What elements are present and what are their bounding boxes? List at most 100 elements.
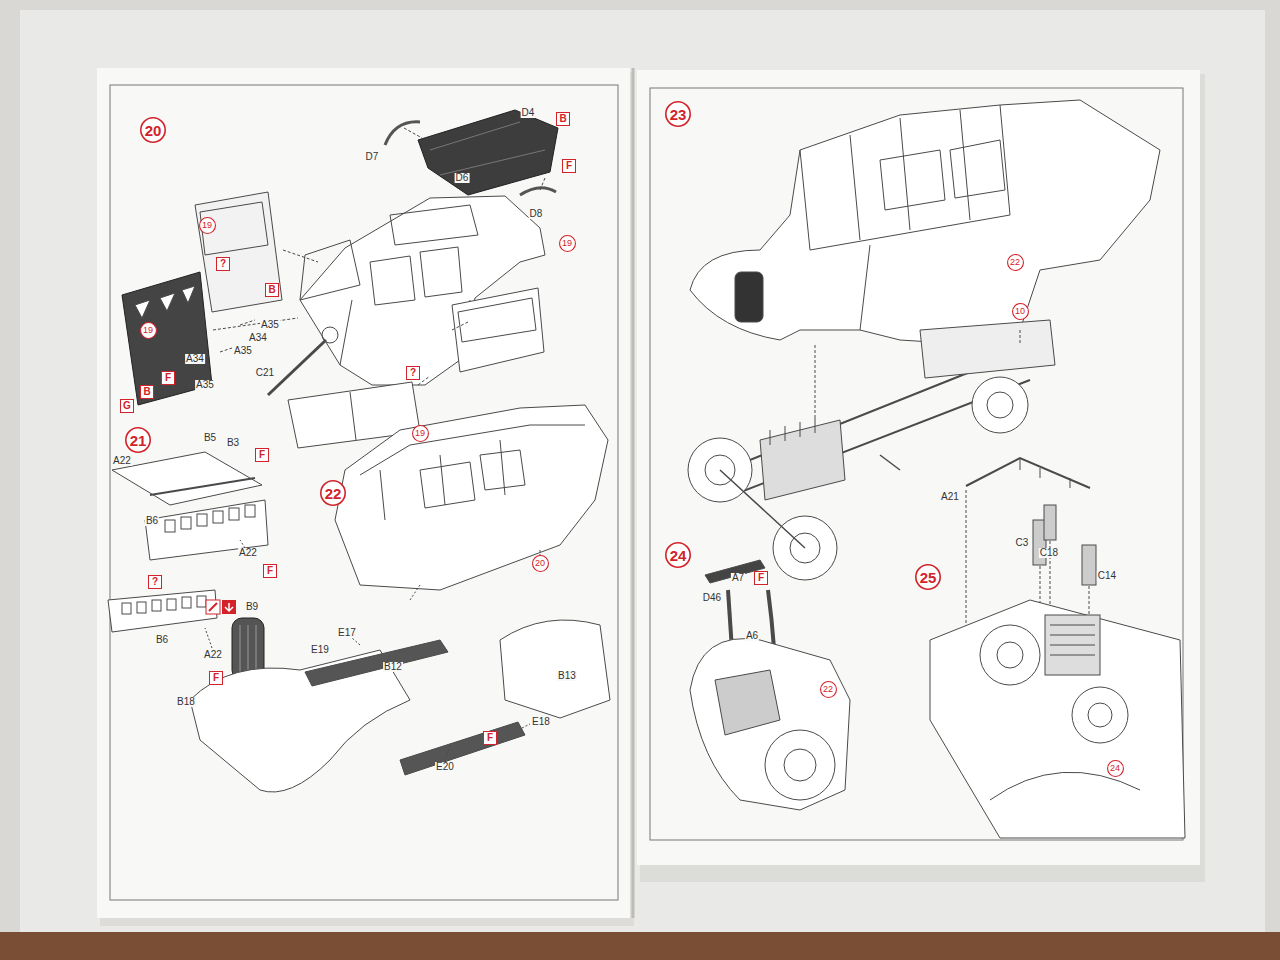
step-25-art bbox=[1044, 505, 1056, 540]
callout-circle bbox=[820, 681, 836, 697]
subassembly-ref: 19 bbox=[412, 425, 429, 442]
booklet-page bbox=[632, 68, 635, 918]
color-code-frame bbox=[557, 113, 570, 126]
part-label: E19 bbox=[310, 645, 330, 655]
paint-icon bbox=[206, 600, 236, 614]
part-label: A22 bbox=[112, 456, 132, 466]
part-label: B5 bbox=[203, 433, 217, 443]
part-label: B12 bbox=[383, 662, 403, 672]
part-label: C21 bbox=[255, 368, 275, 378]
color-code-frame bbox=[162, 372, 175, 385]
step-20-art bbox=[195, 192, 282, 312]
background bbox=[0, 932, 1280, 960]
color-code-frame bbox=[210, 672, 223, 685]
subassembly-ref: 10 bbox=[1012, 303, 1029, 320]
color-code-frame bbox=[256, 449, 269, 462]
callout-circle bbox=[199, 217, 215, 233]
step-number: 24 bbox=[665, 542, 691, 568]
step-20-art bbox=[135, 286, 195, 318]
callout-text: 20 bbox=[535, 559, 545, 568]
step-23-art bbox=[690, 100, 1160, 345]
booklet-page bbox=[637, 70, 1200, 865]
step-25-art bbox=[930, 458, 1185, 838]
step-24-art bbox=[690, 560, 850, 810]
callout-text: 19 bbox=[143, 326, 153, 335]
step-20-art bbox=[430, 122, 545, 175]
step-25-art bbox=[966, 458, 1090, 488]
step-number: 22 bbox=[320, 480, 346, 506]
callout-text: 22 bbox=[823, 685, 833, 694]
paint-icon bbox=[225, 603, 233, 611]
step-23-art bbox=[760, 420, 845, 500]
part-label: A34 bbox=[248, 333, 268, 343]
step-number: 25 bbox=[915, 564, 941, 590]
part-label: A35 bbox=[195, 380, 215, 390]
callout-text: ? bbox=[410, 368, 416, 378]
callout-text: G bbox=[123, 401, 131, 411]
step-21-art bbox=[120, 458, 245, 648]
callout-circle bbox=[559, 235, 575, 251]
callout-circle bbox=[321, 481, 345, 505]
color-code-box: F bbox=[209, 671, 223, 685]
callout-text: 23 bbox=[670, 107, 687, 122]
callout-text: 21 bbox=[130, 433, 147, 448]
callout-circle bbox=[916, 565, 940, 589]
step-21-art bbox=[112, 452, 262, 505]
callout-circle bbox=[532, 555, 548, 571]
step-22-art bbox=[400, 722, 525, 775]
step-22-art bbox=[360, 425, 585, 520]
color-code-box: G bbox=[120, 399, 134, 413]
subassembly-ref: 22 bbox=[820, 681, 837, 698]
step-20-art bbox=[520, 188, 556, 195]
subassembly-ref: 20 bbox=[532, 555, 549, 572]
step-21-art bbox=[229, 508, 239, 520]
step-25-art bbox=[1020, 458, 1070, 488]
step-25-art bbox=[1050, 625, 1095, 655]
step-23-art bbox=[688, 100, 1160, 580]
step-21-art bbox=[137, 602, 146, 613]
step-number: 20 bbox=[140, 117, 166, 143]
step-21-art bbox=[182, 597, 191, 608]
part-label: C3 bbox=[1015, 538, 1030, 548]
subassembly-ref: 22 bbox=[1007, 254, 1024, 271]
step-25-art bbox=[1045, 615, 1100, 675]
part-label: D8 bbox=[529, 209, 544, 219]
callout-text: B bbox=[143, 387, 150, 397]
color-code-frame bbox=[121, 400, 134, 413]
color-code-box: F bbox=[263, 564, 277, 578]
callout-text: 10 bbox=[1015, 307, 1025, 316]
step-25-art bbox=[997, 642, 1023, 668]
step-23-art bbox=[987, 392, 1013, 418]
part-label: E18 bbox=[531, 717, 551, 727]
part-label: C14 bbox=[1097, 571, 1117, 581]
callout-text: 19 bbox=[415, 429, 425, 438]
part-label: B18 bbox=[176, 697, 196, 707]
callout-text: 24 bbox=[1110, 764, 1120, 773]
step-21-art bbox=[197, 596, 206, 607]
part-label: A34 bbox=[185, 354, 205, 364]
callout-circle bbox=[140, 322, 156, 338]
booklet-page bbox=[650, 88, 1183, 840]
step-23-art bbox=[972, 377, 1028, 433]
step-20-art bbox=[370, 205, 478, 305]
color-code-box: F bbox=[562, 159, 576, 173]
callout-text: F bbox=[259, 450, 265, 460]
callout-text: 19 bbox=[562, 239, 572, 248]
color-code-box: B bbox=[556, 112, 570, 126]
step-25-art bbox=[990, 772, 1140, 800]
part-label: A21 bbox=[940, 492, 960, 502]
background bbox=[20, 10, 1265, 932]
part-label: B9 bbox=[245, 602, 259, 612]
color-code-frame bbox=[141, 386, 154, 399]
subassembly-ref: 19 bbox=[140, 322, 157, 339]
callout-text: F bbox=[566, 161, 572, 171]
color-code-frame bbox=[264, 565, 277, 578]
subassembly-ref: 19 bbox=[199, 217, 216, 234]
step-22-art bbox=[190, 405, 610, 792]
step-20-art bbox=[452, 288, 544, 372]
step-23-art bbox=[880, 140, 1005, 210]
callout-text: 20 bbox=[145, 123, 162, 138]
